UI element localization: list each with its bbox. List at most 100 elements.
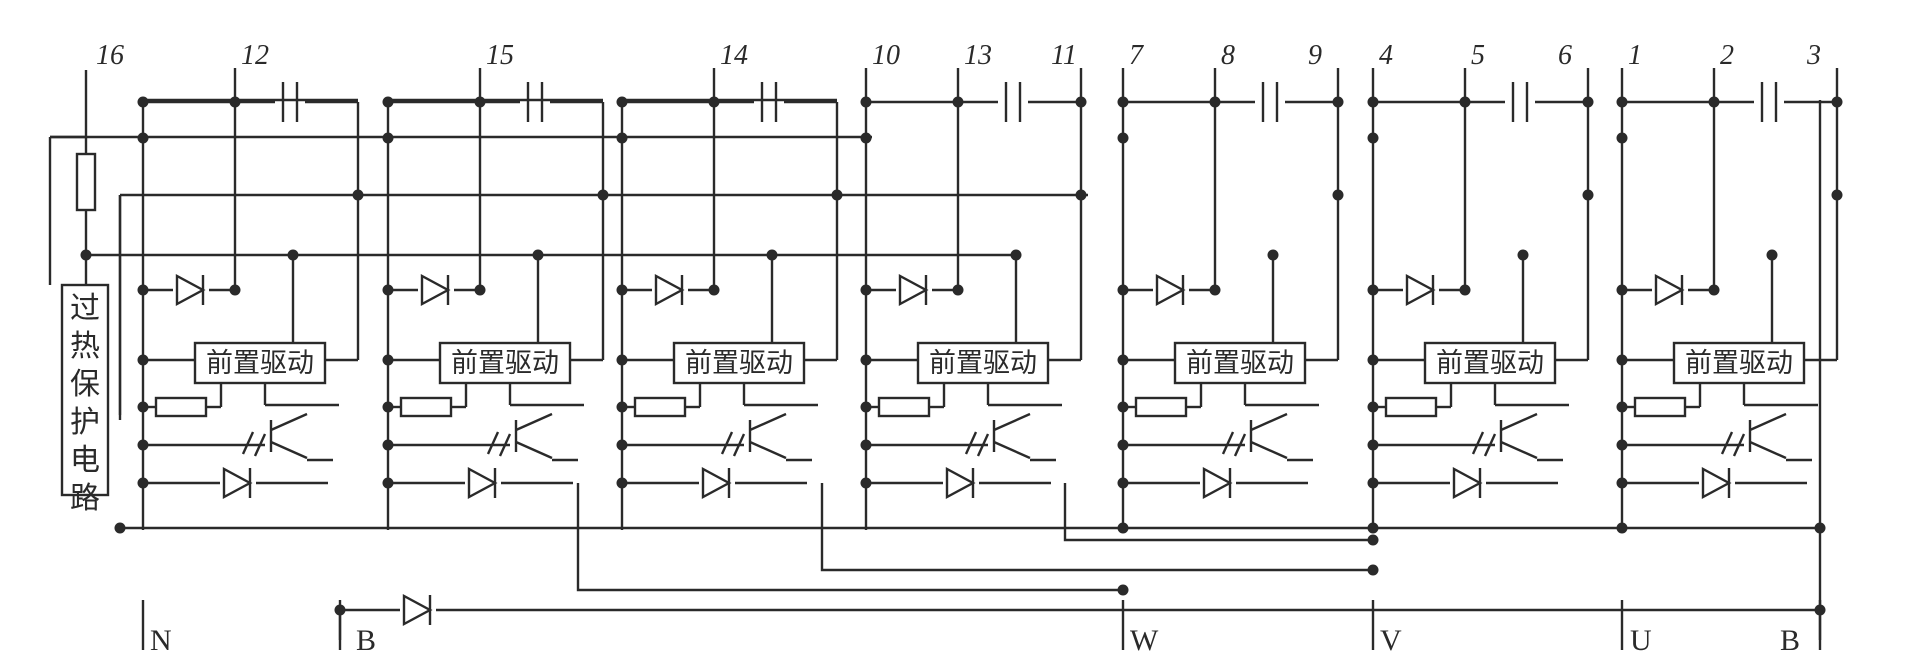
diode-triangle bbox=[1405, 273, 1436, 307]
junction-dot bbox=[287, 249, 299, 261]
junction-dot bbox=[137, 401, 149, 413]
junction-dot bbox=[1267, 249, 1279, 261]
light-arrow bbox=[486, 431, 500, 455]
junction-dot bbox=[860, 477, 872, 489]
diode-icon bbox=[943, 465, 979, 501]
junction-dot bbox=[1367, 522, 1379, 534]
junction-dot bbox=[229, 96, 241, 108]
junction-dot bbox=[1010, 249, 1022, 261]
junction-dot bbox=[1616, 284, 1628, 296]
junction-dot bbox=[1117, 522, 1129, 534]
junction-dot bbox=[1209, 96, 1221, 108]
diode-icon bbox=[652, 272, 688, 308]
transistor-emitter bbox=[749, 440, 787, 460]
diode-triangle bbox=[654, 273, 685, 307]
pre-driver-box bbox=[193, 341, 327, 385]
igbt-transistor-icon bbox=[1221, 412, 1288, 460]
resistor-icon bbox=[633, 396, 687, 418]
pre-driver-label: 前置驱动 bbox=[1186, 348, 1294, 379]
resistor-icon bbox=[1134, 396, 1188, 418]
capacitor-icon bbox=[1261, 82, 1279, 122]
pin-label: 11 bbox=[1051, 40, 1077, 71]
junction-dot bbox=[1616, 522, 1628, 534]
junction-dot bbox=[474, 96, 486, 108]
pre-driver-box bbox=[438, 341, 572, 385]
diode-triangle bbox=[1701, 466, 1732, 500]
resistor-icon bbox=[877, 396, 931, 418]
junction-dot bbox=[1117, 284, 1129, 296]
light-arrow bbox=[1720, 431, 1734, 455]
junction-dot bbox=[1117, 439, 1129, 451]
pre-driver-label: 前置驱动 bbox=[929, 348, 1037, 379]
junction-dot bbox=[1117, 132, 1129, 144]
junction-dot bbox=[1117, 584, 1129, 596]
light-arrow bbox=[720, 431, 734, 455]
light-arrow bbox=[976, 433, 990, 457]
igbt-transistor-icon bbox=[241, 412, 308, 460]
pin-label: 12 bbox=[241, 40, 269, 71]
transistor-emitter bbox=[515, 440, 553, 460]
junction-dot bbox=[1117, 401, 1129, 413]
junction-dot bbox=[1831, 96, 1843, 108]
light-arrow bbox=[964, 431, 978, 455]
junction-dot bbox=[474, 284, 486, 296]
diode-triangle bbox=[467, 466, 498, 500]
junction-dot bbox=[382, 477, 394, 489]
junction-dot bbox=[382, 354, 394, 366]
diode-icon bbox=[1450, 465, 1486, 501]
junction-dot bbox=[382, 439, 394, 451]
diode-icon bbox=[400, 592, 436, 628]
junction-dot bbox=[831, 189, 843, 201]
junction-dot bbox=[1367, 439, 1379, 451]
pre-driver-box bbox=[916, 341, 1050, 385]
transistor-emitter bbox=[993, 440, 1031, 460]
junction-dot bbox=[1708, 96, 1720, 108]
diode-triangle bbox=[402, 593, 433, 627]
pin-label: 2 bbox=[1720, 40, 1734, 71]
pin-label: 14 bbox=[720, 40, 748, 71]
pre-driver-label: 前置驱动 bbox=[1436, 348, 1544, 379]
diode-triangle bbox=[945, 466, 976, 500]
junction-dot bbox=[952, 96, 964, 108]
junction-dot bbox=[860, 132, 872, 144]
diode-icon bbox=[896, 272, 932, 308]
terminal-label: B bbox=[356, 624, 376, 657]
junction-dot bbox=[1075, 189, 1087, 201]
junction-dot bbox=[1117, 354, 1129, 366]
terminal-label: V bbox=[1380, 624, 1402, 657]
junction-dot bbox=[1117, 477, 1129, 489]
diode-icon bbox=[418, 272, 454, 308]
junction-dot bbox=[1332, 189, 1344, 201]
thermal-protection-box bbox=[60, 283, 110, 497]
junction-dot bbox=[1075, 96, 1087, 108]
pre-driver-box bbox=[1423, 341, 1557, 385]
diode-triangle bbox=[898, 273, 929, 307]
transistor-emitter bbox=[1500, 440, 1538, 460]
junction-dot bbox=[114, 522, 126, 534]
junction-dot bbox=[1367, 564, 1379, 576]
junction-dot bbox=[708, 96, 720, 108]
junction-dot bbox=[1459, 96, 1471, 108]
pin-label: 5 bbox=[1471, 40, 1485, 71]
light-arrow bbox=[253, 433, 267, 457]
igbt-transistor-icon bbox=[1471, 412, 1538, 460]
junction-dot bbox=[137, 477, 149, 489]
terminal-label: N bbox=[150, 624, 172, 657]
junction-dot bbox=[1582, 96, 1594, 108]
pin-label: 9 bbox=[1308, 40, 1322, 71]
junction-dot bbox=[1814, 604, 1826, 616]
junction-dot bbox=[334, 604, 346, 616]
junction-dot bbox=[616, 401, 628, 413]
diode-icon bbox=[220, 465, 256, 501]
igbt-transistor-icon bbox=[1720, 412, 1787, 460]
junction-dot bbox=[1367, 354, 1379, 366]
igbt-transistor-icon bbox=[964, 412, 1031, 460]
light-arrow bbox=[241, 431, 255, 455]
thermal-label-char: 过 bbox=[70, 291, 100, 326]
resistor-icon bbox=[1384, 396, 1438, 418]
capacitor-icon bbox=[760, 82, 778, 122]
transistor-collector bbox=[1500, 412, 1538, 432]
junction-dot bbox=[1332, 96, 1344, 108]
pin-label: 16 bbox=[96, 40, 124, 71]
